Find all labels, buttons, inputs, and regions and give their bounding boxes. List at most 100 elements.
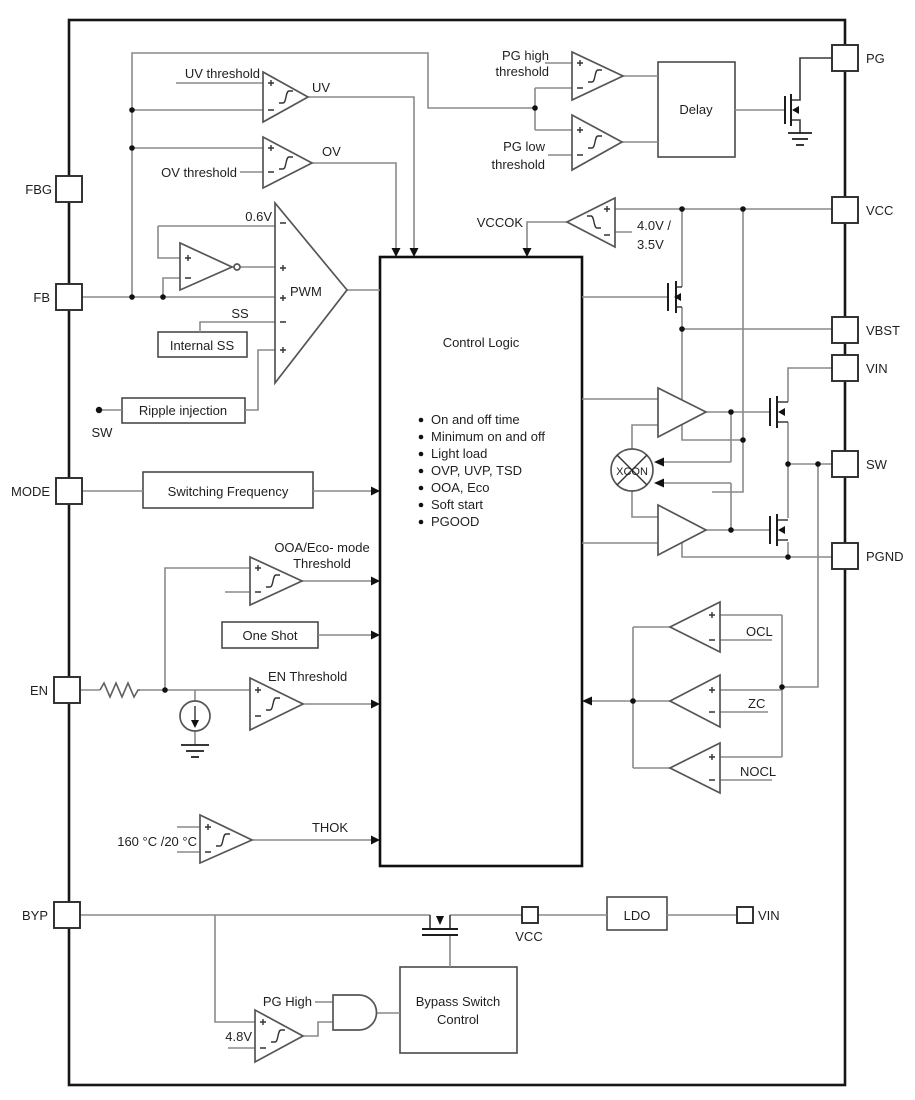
label-ripple-injection: Ripple injection — [139, 403, 227, 418]
uv-comparator — [262, 70, 310, 124]
low-side-mosfet — [769, 514, 788, 546]
label-ocl: OCL — [746, 624, 773, 639]
label-en-threshold: EN Threshold — [268, 669, 347, 684]
function-boxes — [121, 61, 736, 1054]
bullet-3: OVP, UVP, TSD — [431, 463, 522, 478]
label-xcon: XCON — [616, 466, 648, 478]
pg-low-comparator — [571, 113, 624, 172]
label-internal-ss: Internal SS — [170, 338, 235, 353]
label-ldo: LDO — [624, 908, 651, 923]
label-ref-0v6: 0.6V — [245, 209, 272, 224]
labels: FBG FB MODE EN BYP PG VCC VBST VIN SW PG… — [11, 48, 904, 1044]
pin-sw — [831, 450, 859, 478]
vccok-comparator — [565, 196, 616, 249]
ocl-comparator — [668, 600, 721, 654]
zc-comparator — [668, 673, 721, 729]
pin-label-pg: PG — [866, 51, 885, 66]
label-vcc-thresh-line2: 3.5V — [637, 237, 664, 252]
pin-label-vbst: VBST — [866, 323, 900, 338]
pin-label-sw: SW — [866, 457, 888, 472]
pin-boxes — [53, 44, 859, 929]
label-bypass-line1: Bypass Switch — [416, 994, 501, 1009]
error-amplifier — [179, 241, 241, 292]
delay-box — [657, 61, 736, 158]
label-one-shot: One Shot — [243, 628, 298, 643]
current-source-en — [179, 700, 211, 758]
high-side-driver — [657, 386, 708, 439]
label-bypass-line2: Control — [437, 1012, 479, 1027]
label-pg-high-line2: threshold — [496, 64, 549, 79]
label-pg-high-line1: PG high — [502, 48, 549, 63]
pin-vbst — [831, 316, 859, 344]
bootstrap-switch-mosfet — [667, 281, 682, 313]
label-uv: UV — [312, 80, 330, 95]
nocl-comparator — [668, 741, 721, 795]
label-thok: THOK — [312, 820, 348, 835]
low-side-driver — [657, 503, 708, 557]
label-pg-high-signal: PG High — [263, 994, 312, 1009]
xcon-block — [610, 448, 654, 492]
thermal-comparator — [199, 813, 255, 865]
internal-ss-box — [157, 331, 248, 358]
en-comparator — [249, 676, 305, 732]
label-internal-vcc: VCC — [515, 929, 542, 944]
pin-fbg — [55, 175, 83, 203]
pin-byp — [53, 901, 81, 929]
pg-output-mosfet — [784, 57, 832, 146]
pin-label-fb: FB — [33, 290, 50, 305]
pin-label-mode: MODE — [11, 484, 50, 499]
control-logic-bullets: On and off time Minimum on and off Light… — [418, 412, 545, 529]
pin-mode — [55, 477, 83, 505]
label-ss: SS — [231, 306, 249, 321]
label-byp-threshold: 4.8V — [225, 1029, 252, 1044]
pin-label-vin: VIN — [866, 361, 888, 376]
label-control-logic-title: Control Logic — [443, 335, 520, 350]
label-nocl: NOCL — [740, 764, 776, 779]
and-gate — [332, 994, 378, 1031]
bullet-6: PGOOD — [431, 514, 479, 529]
pin-label-byp: BYP — [22, 908, 48, 923]
switching-frequency-box — [142, 471, 314, 509]
pwm-comparator — [274, 200, 349, 386]
pin-en — [53, 676, 81, 704]
bullet-2: Light load — [431, 446, 487, 461]
label-pg-low-line1: PG low — [503, 139, 546, 154]
pin-pgnd — [831, 542, 859, 570]
ov-comparator — [262, 135, 314, 190]
ldo-box — [606, 896, 668, 931]
bullet-1: Minimum on and off — [431, 429, 545, 444]
bullet-5: Soft start — [431, 497, 483, 512]
pg-high-comparator — [571, 50, 625, 102]
label-ov-threshold: OV threshold — [161, 165, 237, 180]
pin-label-en: EN — [30, 683, 48, 698]
control-logic-box — [378, 255, 584, 868]
pin-vcc — [831, 196, 859, 224]
label-sw-small: SW — [92, 425, 114, 440]
high-side-mosfet — [769, 396, 788, 428]
label-vcc-thresh-line1: 4.0V / — [637, 218, 671, 233]
pin-pg — [831, 44, 859, 72]
label-pwm: PWM — [290, 284, 322, 299]
label-delay: Delay — [679, 102, 713, 117]
label-uv-threshold: UV threshold — [185, 66, 260, 81]
label-zc: ZC — [748, 696, 765, 711]
pin-internal-vin — [736, 906, 754, 924]
pin-vin — [831, 354, 859, 382]
one-shot-box — [221, 621, 319, 649]
ooa-comparator — [249, 555, 305, 607]
label-pg-low-line2: threshold — [492, 157, 545, 172]
label-ov: OV — [322, 144, 341, 159]
pin-fb — [55, 283, 83, 311]
label-temp: 160 °C /20 °C — [117, 834, 197, 849]
label-vccok: VCCOK — [477, 215, 524, 230]
resistor-en — [99, 680, 140, 700]
label-internal-vin: VIN — [758, 908, 780, 923]
bullet-0: On and off time — [431, 412, 520, 427]
pin-internal-vcc — [521, 906, 539, 924]
byp-comparator — [254, 1008, 305, 1064]
label-ooa-line2: Threshold — [293, 556, 351, 571]
bullet-4: OOA, Eco — [431, 480, 490, 495]
bypass-mosfet — [422, 915, 458, 936]
bypass-switch-control-box — [399, 966, 518, 1054]
